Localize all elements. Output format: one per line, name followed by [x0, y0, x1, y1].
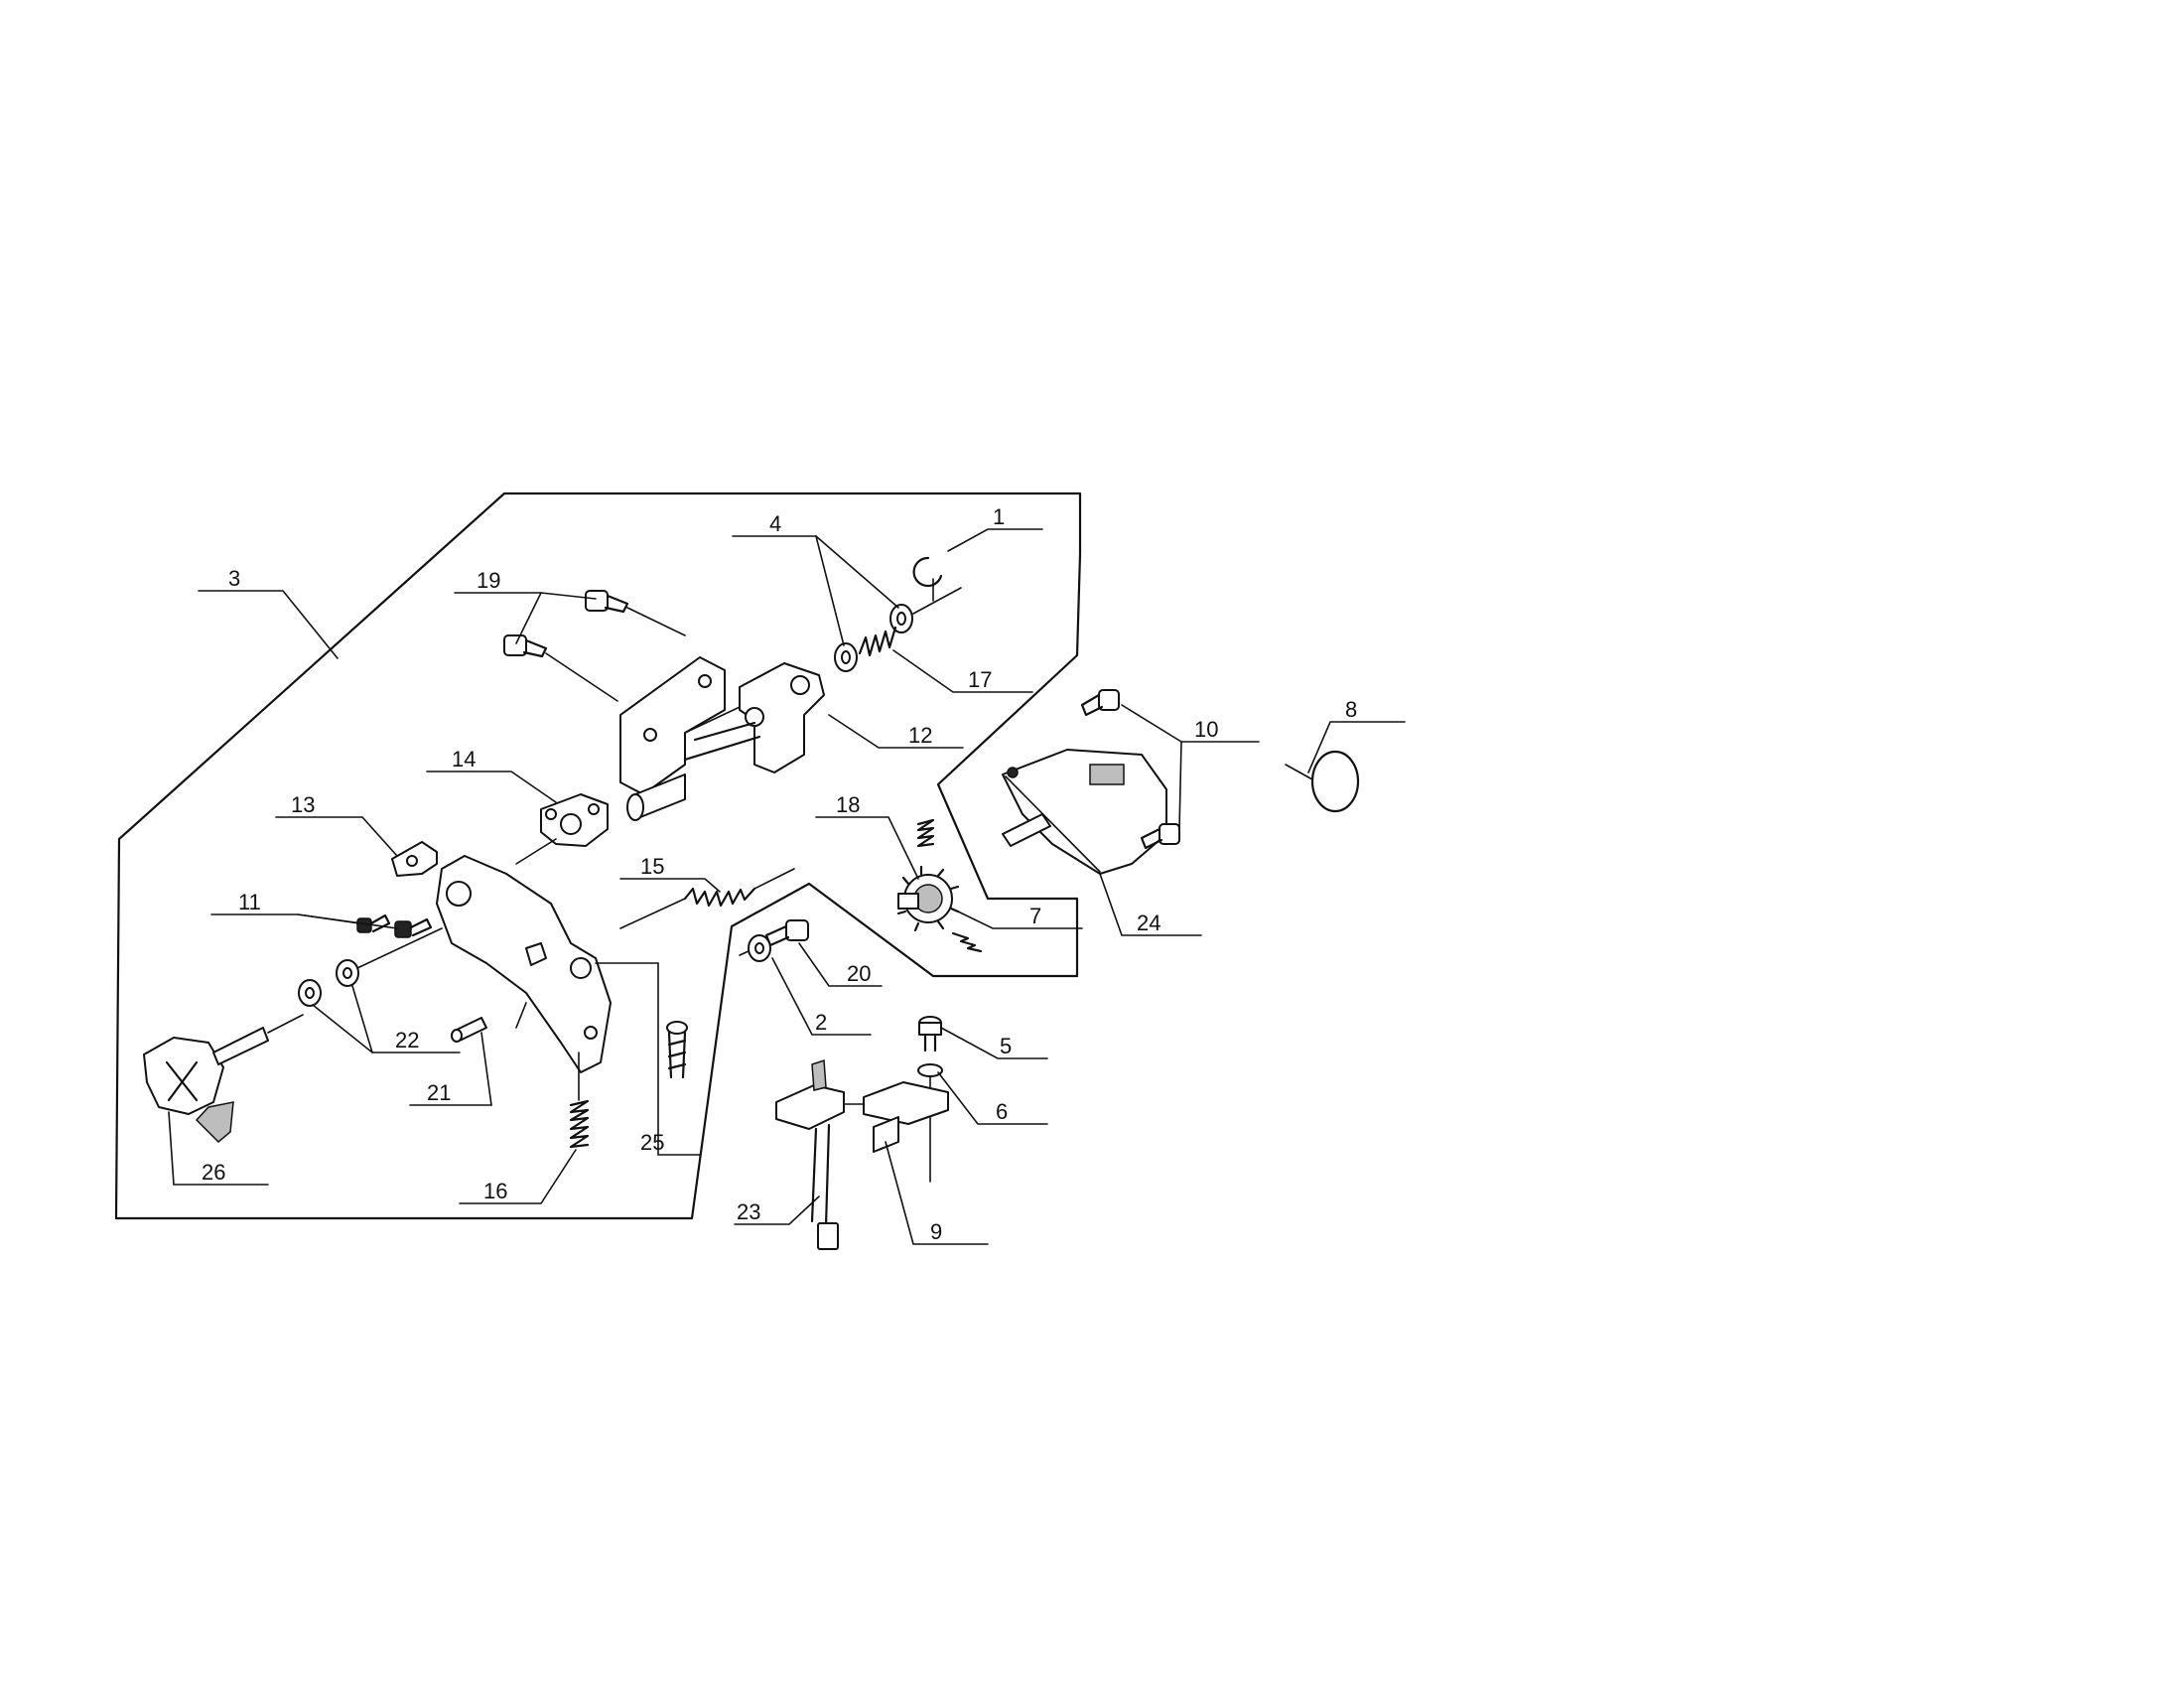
- callout-15: 15: [640, 854, 664, 879]
- part-13-main-plate: [391, 841, 612, 1073]
- part-17-spring: [858, 626, 897, 657]
- part-5-bolt: [918, 1016, 942, 1052]
- part-4-washers: [834, 587, 962, 672]
- callout-3: 3: [228, 566, 240, 591]
- callout-20: 20: [847, 961, 871, 986]
- part-8-o-ring: [1285, 750, 1360, 813]
- leader-lines: [168, 528, 1406, 1245]
- part-26-knob: [143, 1014, 304, 1144]
- callout-11: 11: [238, 890, 261, 914]
- part-23-switch: [775, 1058, 845, 1250]
- callout-22: 22: [395, 1028, 419, 1052]
- callout-21: 21: [427, 1080, 451, 1105]
- callout-4: 4: [769, 511, 781, 536]
- part-6-washer: [917, 1063, 943, 1183]
- callout-1: 1: [993, 504, 1005, 529]
- callout-25: 25: [640, 1130, 664, 1155]
- part-18-spring: [916, 818, 935, 848]
- callout-24: 24: [1137, 911, 1160, 935]
- part-22-washers: [298, 927, 443, 1007]
- callout-8: 8: [1345, 697, 1357, 722]
- part-12-bracket: [683, 662, 825, 773]
- callout-18: 18: [836, 792, 860, 817]
- mounting-plate: [619, 656, 755, 795]
- callout-2: 2: [815, 1010, 827, 1035]
- callout-14: 14: [452, 747, 476, 772]
- callout-9: 9: [930, 1219, 942, 1244]
- callout-13: 13: [291, 792, 315, 817]
- callout-labels: 1 2 3 4 5 6 7 8 9 10 11 12 13 14 15 16 1…: [202, 504, 1357, 1244]
- callout-23: 23: [737, 1199, 760, 1224]
- part-19-screws: [503, 590, 686, 702]
- part-1-retaining-clip: [912, 556, 943, 602]
- part-10-screws: [1080, 689, 1180, 850]
- part-14-shaft-cam: [515, 773, 686, 865]
- part-9-connector: [843, 1081, 949, 1153]
- callout-7: 7: [1029, 904, 1041, 928]
- part-11-screws: [356, 913, 433, 938]
- part-7-gear: [896, 865, 983, 953]
- part-24-motor-housing: [1002, 749, 1167, 875]
- part-21-pin: [451, 1017, 487, 1043]
- callout-17: 17: [968, 667, 992, 692]
- callout-12: 12: [908, 723, 932, 748]
- callout-10: 10: [1194, 717, 1218, 742]
- callout-6: 6: [996, 1099, 1008, 1124]
- part-15-spring: [619, 868, 795, 929]
- callout-19: 19: [477, 568, 500, 593]
- callout-5: 5: [1000, 1034, 1012, 1058]
- callout-26: 26: [202, 1160, 225, 1185]
- callout-16: 16: [483, 1179, 507, 1203]
- part-25-screw: [666, 1021, 688, 1079]
- part-2-washer: [748, 934, 771, 962]
- part-16-spring: [569, 1052, 590, 1149]
- assembly-boundary: [114, 491, 1082, 1220]
